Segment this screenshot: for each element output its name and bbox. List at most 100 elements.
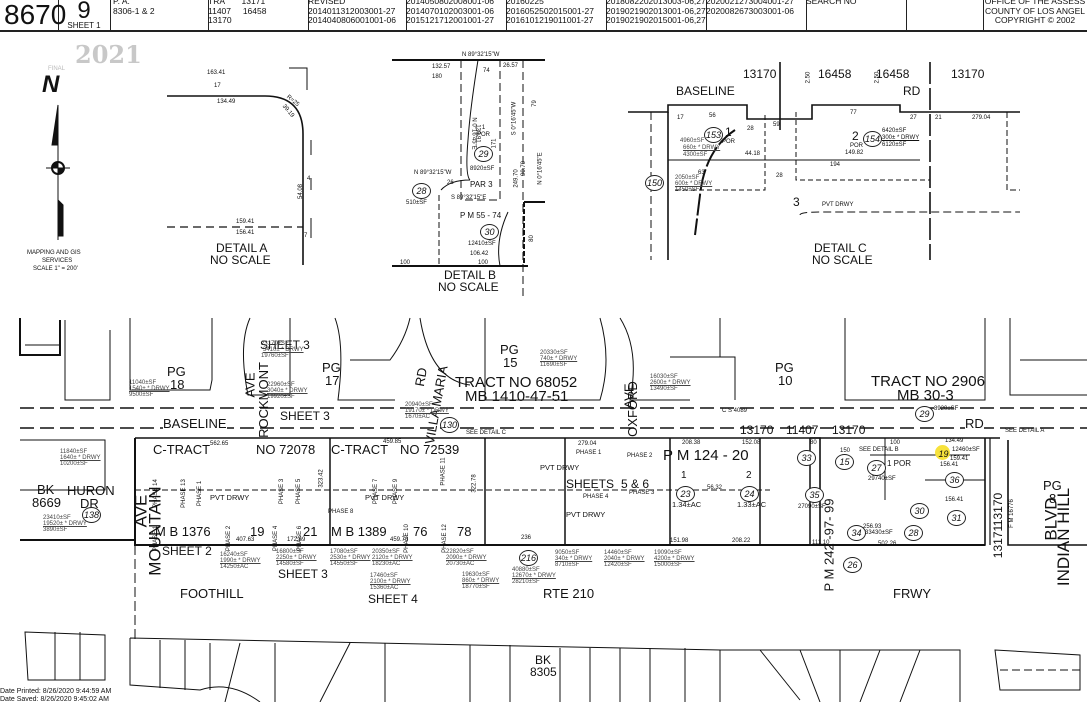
- area-note: 2050±SF: [675, 175, 700, 181]
- sheet-ref[interactable]: SHEET 3: [260, 338, 310, 352]
- parcel-number-30[interactable]: 30: [910, 503, 929, 519]
- area-note: 14580±SF: [276, 561, 304, 567]
- phase-label: PHASE 13: [180, 479, 187, 508]
- parcel-number-35[interactable]: 35: [805, 487, 824, 503]
- detail-title: DETAIL A: [216, 241, 268, 255]
- area-note: 15000±SF: [654, 562, 682, 568]
- parcel-number-33[interactable]: 33: [797, 450, 816, 466]
- pvt-drwy-label: PVT DRWY: [210, 493, 250, 502]
- blank-cell: [903, 0, 984, 30]
- area-note: 2040± * DRWY: [604, 556, 645, 562]
- tract-label: NO 72078: [256, 442, 316, 457]
- book-ref-number[interactable]: 8669: [32, 495, 61, 510]
- page-ref-number[interactable]: 10: [778, 373, 793, 388]
- parcel-number-36[interactable]: 36: [945, 472, 964, 488]
- parcel-number-15[interactable]: 15: [835, 454, 854, 470]
- parcel-number-24[interactable]: 24: [740, 486, 759, 502]
- revised-entry: 2014040806001001-06: [308, 15, 396, 25]
- phase-label: PHASE 11: [440, 457, 447, 486]
- phase-label: PHASE 7: [373, 478, 380, 505]
- sheet-ref[interactable]: SHEET 3: [278, 567, 328, 581]
- tra-boundary: 13170: [743, 67, 777, 81]
- parcel-number-150[interactable]: 150: [645, 175, 664, 191]
- revised-entry: 2014070102003001-06: [406, 5, 494, 16]
- dimension: 77: [850, 110, 857, 116]
- dimension: 323.42: [318, 469, 325, 488]
- detail-title: DETAIL B: [444, 268, 497, 282]
- area-note: 340± * DRWY: [555, 556, 593, 562]
- area-note: 22960±SF: [267, 382, 295, 388]
- page-ref-number[interactable]: 15: [503, 355, 518, 370]
- map-book-page: 21: [303, 524, 318, 539]
- parcel-number-31[interactable]: 31: [947, 510, 966, 526]
- page-ref-number[interactable]: 17: [325, 373, 340, 388]
- detail-title: DETAIL C: [814, 241, 867, 255]
- phase-label: PHASE 2: [627, 453, 653, 459]
- pa-value: 8306-1 & 2: [113, 5, 155, 16]
- map-book-number: 8670: [4, 0, 67, 30]
- lot-number: 2: [852, 129, 859, 143]
- area-note: 8710±SF: [555, 562, 580, 568]
- parcel-number-29[interactable]: 29: [915, 406, 934, 422]
- area-note: 2090± * DRWY: [446, 555, 487, 561]
- par-label: PAR 3: [470, 180, 493, 189]
- area-note: 15360±AC: [370, 585, 399, 591]
- revised-entry: 2019021902013001-06,27: [606, 5, 706, 16]
- parcel-number-27[interactable]: 27: [867, 460, 886, 476]
- parcel-number-28[interactable]: 28: [412, 183, 431, 199]
- see-detail-b[interactable]: SEE DETAIL B: [859, 447, 899, 453]
- area-note: 3410± * DRWY: [263, 347, 304, 353]
- area-note: 300± * DRWY: [882, 135, 920, 141]
- parcel-number-26[interactable]: 26: [843, 557, 862, 573]
- office-line: COPYRIGHT © 2002: [994, 15, 1076, 25]
- parcel-number-154[interactable]: 154: [863, 131, 882, 147]
- revised-entry: 2014011312003001-27: [308, 5, 396, 16]
- road-label-rd: RD: [903, 84, 921, 98]
- see-detail-c[interactable]: SEE DETAIL C: [466, 430, 507, 436]
- dimension: 100: [890, 440, 901, 446]
- dimension: 171: [491, 138, 498, 149]
- sheet-ref[interactable]: SHEET 4: [368, 592, 418, 606]
- parcel-number-130[interactable]: 130: [440, 417, 459, 433]
- area-note: 9500±SF: [129, 392, 154, 398]
- parcel-area: 12460±SF: [952, 447, 980, 453]
- page-cell: 9 SHEET 1: [58, 0, 111, 30]
- revised-entry: 2014050802008001-06: [406, 0, 494, 6]
- area-note: 16240±SF: [220, 552, 248, 558]
- dimension: 156.41: [945, 497, 964, 503]
- tra-boundary: 13170: [740, 423, 774, 437]
- dimension: 180: [432, 74, 443, 80]
- lot-number: 1: [725, 125, 732, 139]
- revised-entry: 2020082673003001-06: [706, 5, 794, 16]
- dimension: 74: [483, 68, 490, 74]
- parcel-number-153[interactable]: 153: [704, 127, 723, 143]
- revised-col-5: 2020021273004001-27 2020082673003001-06: [703, 0, 807, 30]
- area-note: 1990± * DRWY: [220, 558, 261, 564]
- selected-parcel-highlight[interactable]: [935, 445, 950, 460]
- parcel-number-23[interactable]: 23: [676, 486, 695, 502]
- parcel-number-29[interactable]: 29: [474, 146, 493, 162]
- parcel-map-ref: P M 124 - 20: [663, 447, 749, 464]
- search-label: SEARCH NO: [806, 0, 857, 6]
- dimension: 132.57: [432, 64, 451, 70]
- parcel-number-28[interactable]: 28: [904, 525, 923, 541]
- map-book-cell: 8670: [0, 0, 66, 30]
- parcel-number-34[interactable]: 34: [847, 525, 866, 541]
- parcel-number-138[interactable]: 138: [82, 507, 101, 523]
- sheet-ref[interactable]: 5 & 6: [621, 477, 650, 491]
- dimension: 159.41: [236, 219, 255, 225]
- mapping-line: MAPPING AND GIS: [27, 250, 81, 256]
- sheet-ref[interactable]: SHEET 2: [162, 544, 212, 558]
- sheet-ref[interactable]: SHEET 3: [280, 409, 330, 423]
- dimension: 27: [910, 115, 917, 121]
- dimension: 106.42: [470, 251, 489, 257]
- page-ref-number[interactable]: 18: [170, 377, 185, 392]
- book-ref-number[interactable]: 8305: [530, 665, 557, 679]
- sheet-ref[interactable]: SHEETS: [566, 477, 615, 491]
- parcel-number-19[interactable]: 19: [938, 449, 949, 459]
- page-ref-number[interactable]: 8: [1049, 491, 1057, 506]
- parcel-number-216[interactable]: 216: [519, 550, 538, 566]
- parcel-number-30[interactable]: 30: [480, 224, 499, 240]
- see-detail-a[interactable]: SEE DETAIL A: [1005, 428, 1045, 434]
